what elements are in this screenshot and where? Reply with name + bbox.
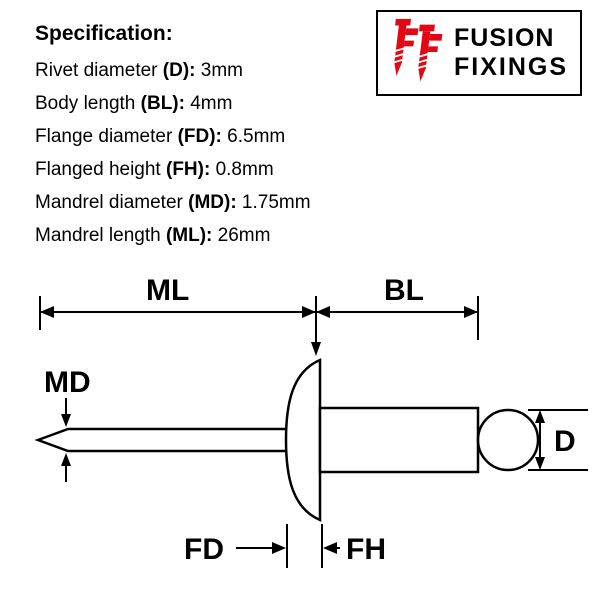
- spec-key: (ML):: [165, 225, 213, 246]
- spec-value: 1.75mm: [236, 192, 311, 213]
- ml-label: ML: [146, 274, 189, 307]
- spec-value: 26mm: [212, 225, 271, 246]
- spec-key: (D):: [162, 60, 196, 81]
- spec-text: Mandrel length: [35, 225, 166, 246]
- fd-label: FD: [184, 533, 224, 566]
- bl-label: BL: [384, 274, 424, 307]
- spec-text: Rivet diameter: [35, 60, 163, 81]
- spec-text: Flange diameter: [35, 126, 178, 147]
- d-dimension: D: [528, 409, 588, 471]
- d-label: D: [554, 425, 576, 458]
- spec-key: (FD):: [177, 126, 222, 147]
- spec-text: Body length: [35, 93, 141, 114]
- rivet-body-shape: [318, 406, 480, 474]
- arrowhead: [311, 342, 321, 356]
- arrowhead: [272, 542, 286, 554]
- spec-line-body-length: Body length (BL): 4mm: [35, 87, 311, 120]
- flange-dome-shape: [284, 358, 322, 522]
- arrowhead: [535, 410, 545, 423]
- spec-value: 3mm: [195, 60, 243, 81]
- screw-ff-logo-icon: [393, 18, 443, 82]
- fd-fh-dimension: FD FH: [184, 524, 386, 568]
- spec-line-flanged-height: Flanged height (FH): 0.8mm: [35, 153, 311, 186]
- fh-label: FH: [346, 533, 386, 566]
- spec-key: (FH):: [166, 159, 211, 180]
- arrowhead: [302, 306, 316, 318]
- fusion-fixings-logo: FUSION FIXINGS: [376, 10, 582, 96]
- screw-f-icon: [417, 24, 443, 82]
- arrowhead: [316, 306, 330, 318]
- logo-line-2: FIXINGS: [454, 53, 569, 81]
- specification-block: Specification: Rivet diameter (D): 3mm B…: [35, 22, 311, 252]
- spec-key: (MD):: [188, 192, 237, 213]
- spec-key: (BL):: [140, 93, 185, 114]
- spec-text: Mandrel diameter: [35, 192, 189, 213]
- spec-line-rivet-diameter: Rivet diameter (D): 3mm: [35, 54, 311, 87]
- arrowhead: [61, 453, 71, 466]
- md-dimension: MD: [44, 366, 91, 482]
- md-label: MD: [44, 366, 91, 399]
- bl-dimension: BL: [316, 274, 479, 340]
- screw-f-icon: [393, 18, 419, 76]
- mandrel-head-shape: [476, 408, 540, 472]
- arrowhead: [61, 414, 71, 427]
- spec-text: Flanged height: [35, 159, 166, 180]
- spec-value: 0.8mm: [210, 159, 274, 180]
- spec-value: 4mm: [184, 93, 233, 114]
- logo-line-1: FUSION: [454, 24, 555, 52]
- specification-heading: Specification:: [35, 22, 173, 45]
- spec-line-mandrel-length: Mandrel length (ML): 26mm: [35, 219, 311, 252]
- arrowhead: [535, 457, 545, 470]
- spec-line-mandrel-diameter: Mandrel diameter (MD): 1.75mm: [35, 186, 311, 219]
- ml-dimension: ML: [39, 274, 321, 356]
- arrowhead: [464, 306, 478, 318]
- spec-value: 6.5mm: [221, 126, 286, 147]
- arrowhead: [40, 306, 54, 318]
- rivet-drawing: [34, 358, 540, 522]
- spec-line-flange-diameter: Flange diameter (FD): 6.5mm: [35, 120, 311, 153]
- arrowhead: [323, 542, 337, 554]
- mandrel-stem-shape: [34, 427, 312, 453]
- logo-wordmark: FUSION FIXINGS: [454, 24, 568, 82]
